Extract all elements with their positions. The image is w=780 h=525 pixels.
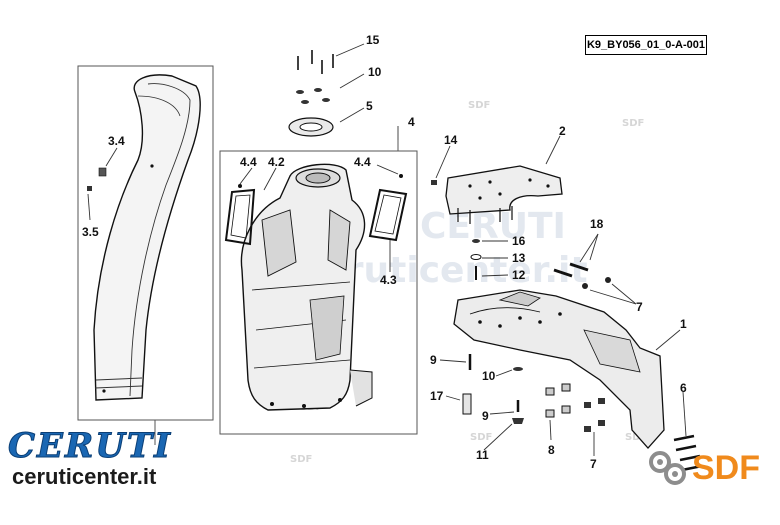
watermark-sdf: SDF (468, 100, 490, 111)
sdf-logo-text: SDF (692, 449, 760, 487)
callout-7-lower: 7 (590, 457, 597, 471)
part-gasket-left (224, 184, 256, 246)
callout-5: 5 (366, 99, 373, 113)
callout-10: 10 (368, 65, 382, 79)
callout-1: 1 (680, 317, 687, 331)
part-gasket-right (368, 174, 408, 242)
callout-17: 17 (430, 389, 444, 403)
part-small-hardware (462, 239, 703, 472)
watermark-sdf: SDF (622, 118, 644, 129)
watermark-sdf: SDF (470, 432, 492, 443)
sdf-logo: SDF (644, 446, 774, 496)
callout-8: 8 (548, 443, 555, 457)
callout-11: 11 (476, 448, 489, 462)
callout-6: 6 (680, 381, 687, 395)
callout-9-right: 9 (482, 409, 489, 423)
ceruti-brand-url: ceruticenter.it (12, 464, 157, 489)
callout-16: 16 (512, 234, 526, 248)
part-main-bracket (453, 289, 665, 449)
watermark-sdf: SDF (625, 432, 647, 443)
callout-4-2: 4.2 (268, 155, 285, 169)
ceruti-brand-name: CERUTI (8, 426, 173, 466)
part-tank-housing (240, 163, 373, 411)
callout-3-4: 3.4 (108, 134, 125, 148)
callout-12: 12 (512, 268, 526, 282)
diagram-code-label: K9_BY056_01_0-A-001 (585, 35, 707, 55)
callout-15: 15 (366, 33, 380, 47)
callout-4-4-right: 4.4 (354, 155, 371, 169)
group-frame-4 (219, 150, 418, 435)
callout-9-left: 9 (430, 353, 437, 367)
callout-14: 14 (444, 133, 458, 147)
callout-4-3: 4.3 (380, 273, 397, 287)
callout-13: 13 (512, 251, 526, 265)
sdf-gear-icon (649, 451, 686, 485)
watermark-ceruti: CERUTI (420, 206, 566, 247)
callout-7-upper: 7 (636, 300, 643, 314)
leader-lines (87, 43, 687, 456)
part-air-duct (87, 74, 201, 401)
watermark-sdf: SDF (290, 454, 312, 465)
group-frame-3 (77, 65, 214, 421)
callout-4: 4 (408, 115, 415, 129)
ceruti-logo: CERUTI ceruticenter.it (8, 428, 238, 490)
part-bolts (297, 50, 334, 74)
callout-10-lower: 10 (482, 369, 496, 383)
callout-4-4-left: 4.4 (240, 155, 257, 169)
callout-labels: 15 10 5 4 2 14 3.4 4.4 4.2 4.4 3.5 18 16… (82, 33, 687, 471)
part-mounting-plate (431, 165, 563, 224)
part-flange-plate (288, 117, 334, 137)
callout-18: 18 (590, 217, 604, 231)
part-washers (296, 88, 330, 104)
callout-3-5: 3.5 (82, 225, 99, 239)
callout-2: 2 (559, 124, 566, 138)
